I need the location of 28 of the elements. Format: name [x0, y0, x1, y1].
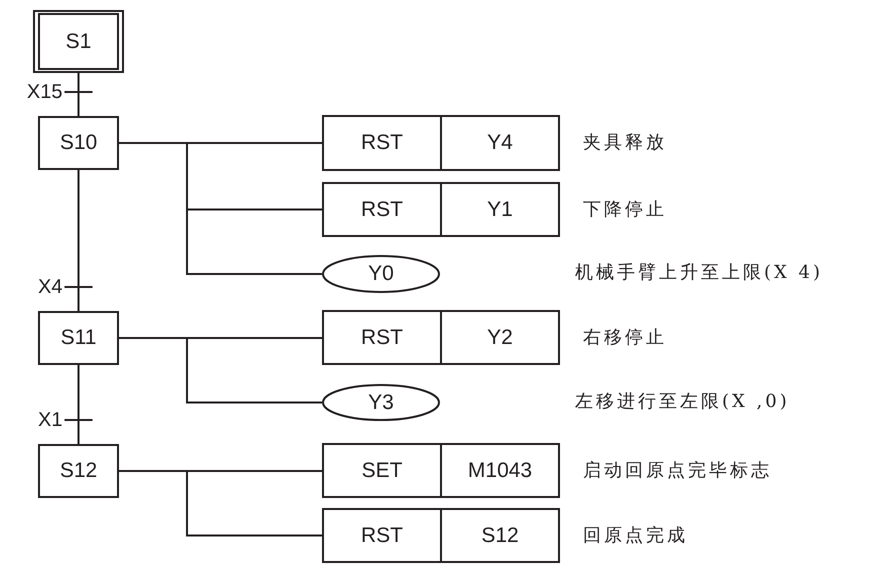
initial-step-box: S1	[33, 10, 124, 73]
step-box: S10	[38, 116, 119, 170]
instruction-text: RST	[360, 130, 404, 156]
instruction-box	[322, 182, 560, 237]
instruction-box	[322, 443, 560, 498]
operand-cell: M1043	[440, 445, 558, 496]
instruction-box	[322, 508, 560, 563]
comment-text: 回原点完成	[583, 524, 688, 546]
instruction-text: SET	[360, 458, 404, 484]
step-box: S11	[38, 311, 119, 365]
comment-text: 夹具释放	[583, 131, 667, 154]
comment-text: 右移停止	[583, 326, 667, 348]
comment-text: 启动回原点完毕标志	[583, 458, 772, 482]
operand-cell: Y1	[440, 184, 558, 235]
output-coil: Y0	[322, 255, 440, 293]
instruction-text: RST	[360, 324, 404, 350]
instruction-box	[322, 310, 560, 365]
operand-cell: Y4	[440, 117, 558, 169]
output-coil: Y3	[322, 384, 440, 421]
comment-text: 机械手臂上升至上限(X 4)	[575, 261, 824, 284]
comment-text: 下降停止	[583, 198, 667, 220]
instruction-text: RST	[360, 522, 404, 548]
step-box: S12	[38, 444, 119, 498]
operand-cell: S12	[440, 510, 558, 561]
operand-cell: Y2	[440, 312, 558, 363]
instruction-text: RST	[360, 196, 404, 222]
instruction-box	[322, 115, 560, 171]
comment-text: 左移进行至左限(X ,0)	[575, 390, 790, 413]
